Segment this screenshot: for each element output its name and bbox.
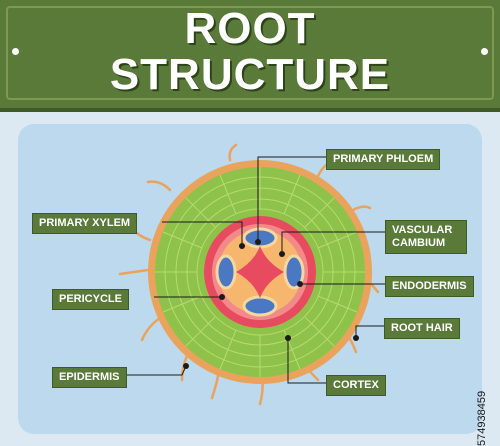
label-vascular-cambium: VASCULAR CAMBIUM: [385, 220, 467, 254]
label-vascular-cambium-line1: VASCULAR: [392, 224, 453, 236]
label-pericycle: PERICYCLE: [52, 289, 129, 310]
pin-left-icon: [12, 48, 19, 55]
label-endodermis: ENDODERMIS: [385, 276, 474, 297]
label-vascular-cambium-line2: CAMBIUM: [392, 237, 446, 249]
pin-right-icon: [481, 48, 488, 55]
label-cortex: CORTEX: [326, 375, 386, 396]
phloem-right: [283, 254, 305, 290]
label-primary-xylem: PRIMARY XYLEM: [32, 213, 138, 234]
phloem-top: [242, 227, 278, 249]
phloem-left: [215, 254, 237, 290]
label-epidermis: EPIDERMIS: [52, 367, 127, 388]
banner-frame: [6, 6, 494, 100]
title-line-1: ROOT: [184, 4, 316, 53]
leader-dots: [183, 239, 359, 369]
title-banner: ROOT STRUCTURE: [0, 0, 500, 112]
leader-lines: [118, 156, 385, 384]
label-root-hair: ROOT HAIR: [384, 318, 460, 339]
title-line-2: STRUCTURE: [109, 50, 391, 99]
xylem-core: [236, 246, 284, 298]
label-primary-phloem: PRIMARY PHLOEM: [326, 149, 441, 170]
phloem-bottom: [242, 295, 278, 317]
stock-id: 574938459: [476, 390, 488, 446]
